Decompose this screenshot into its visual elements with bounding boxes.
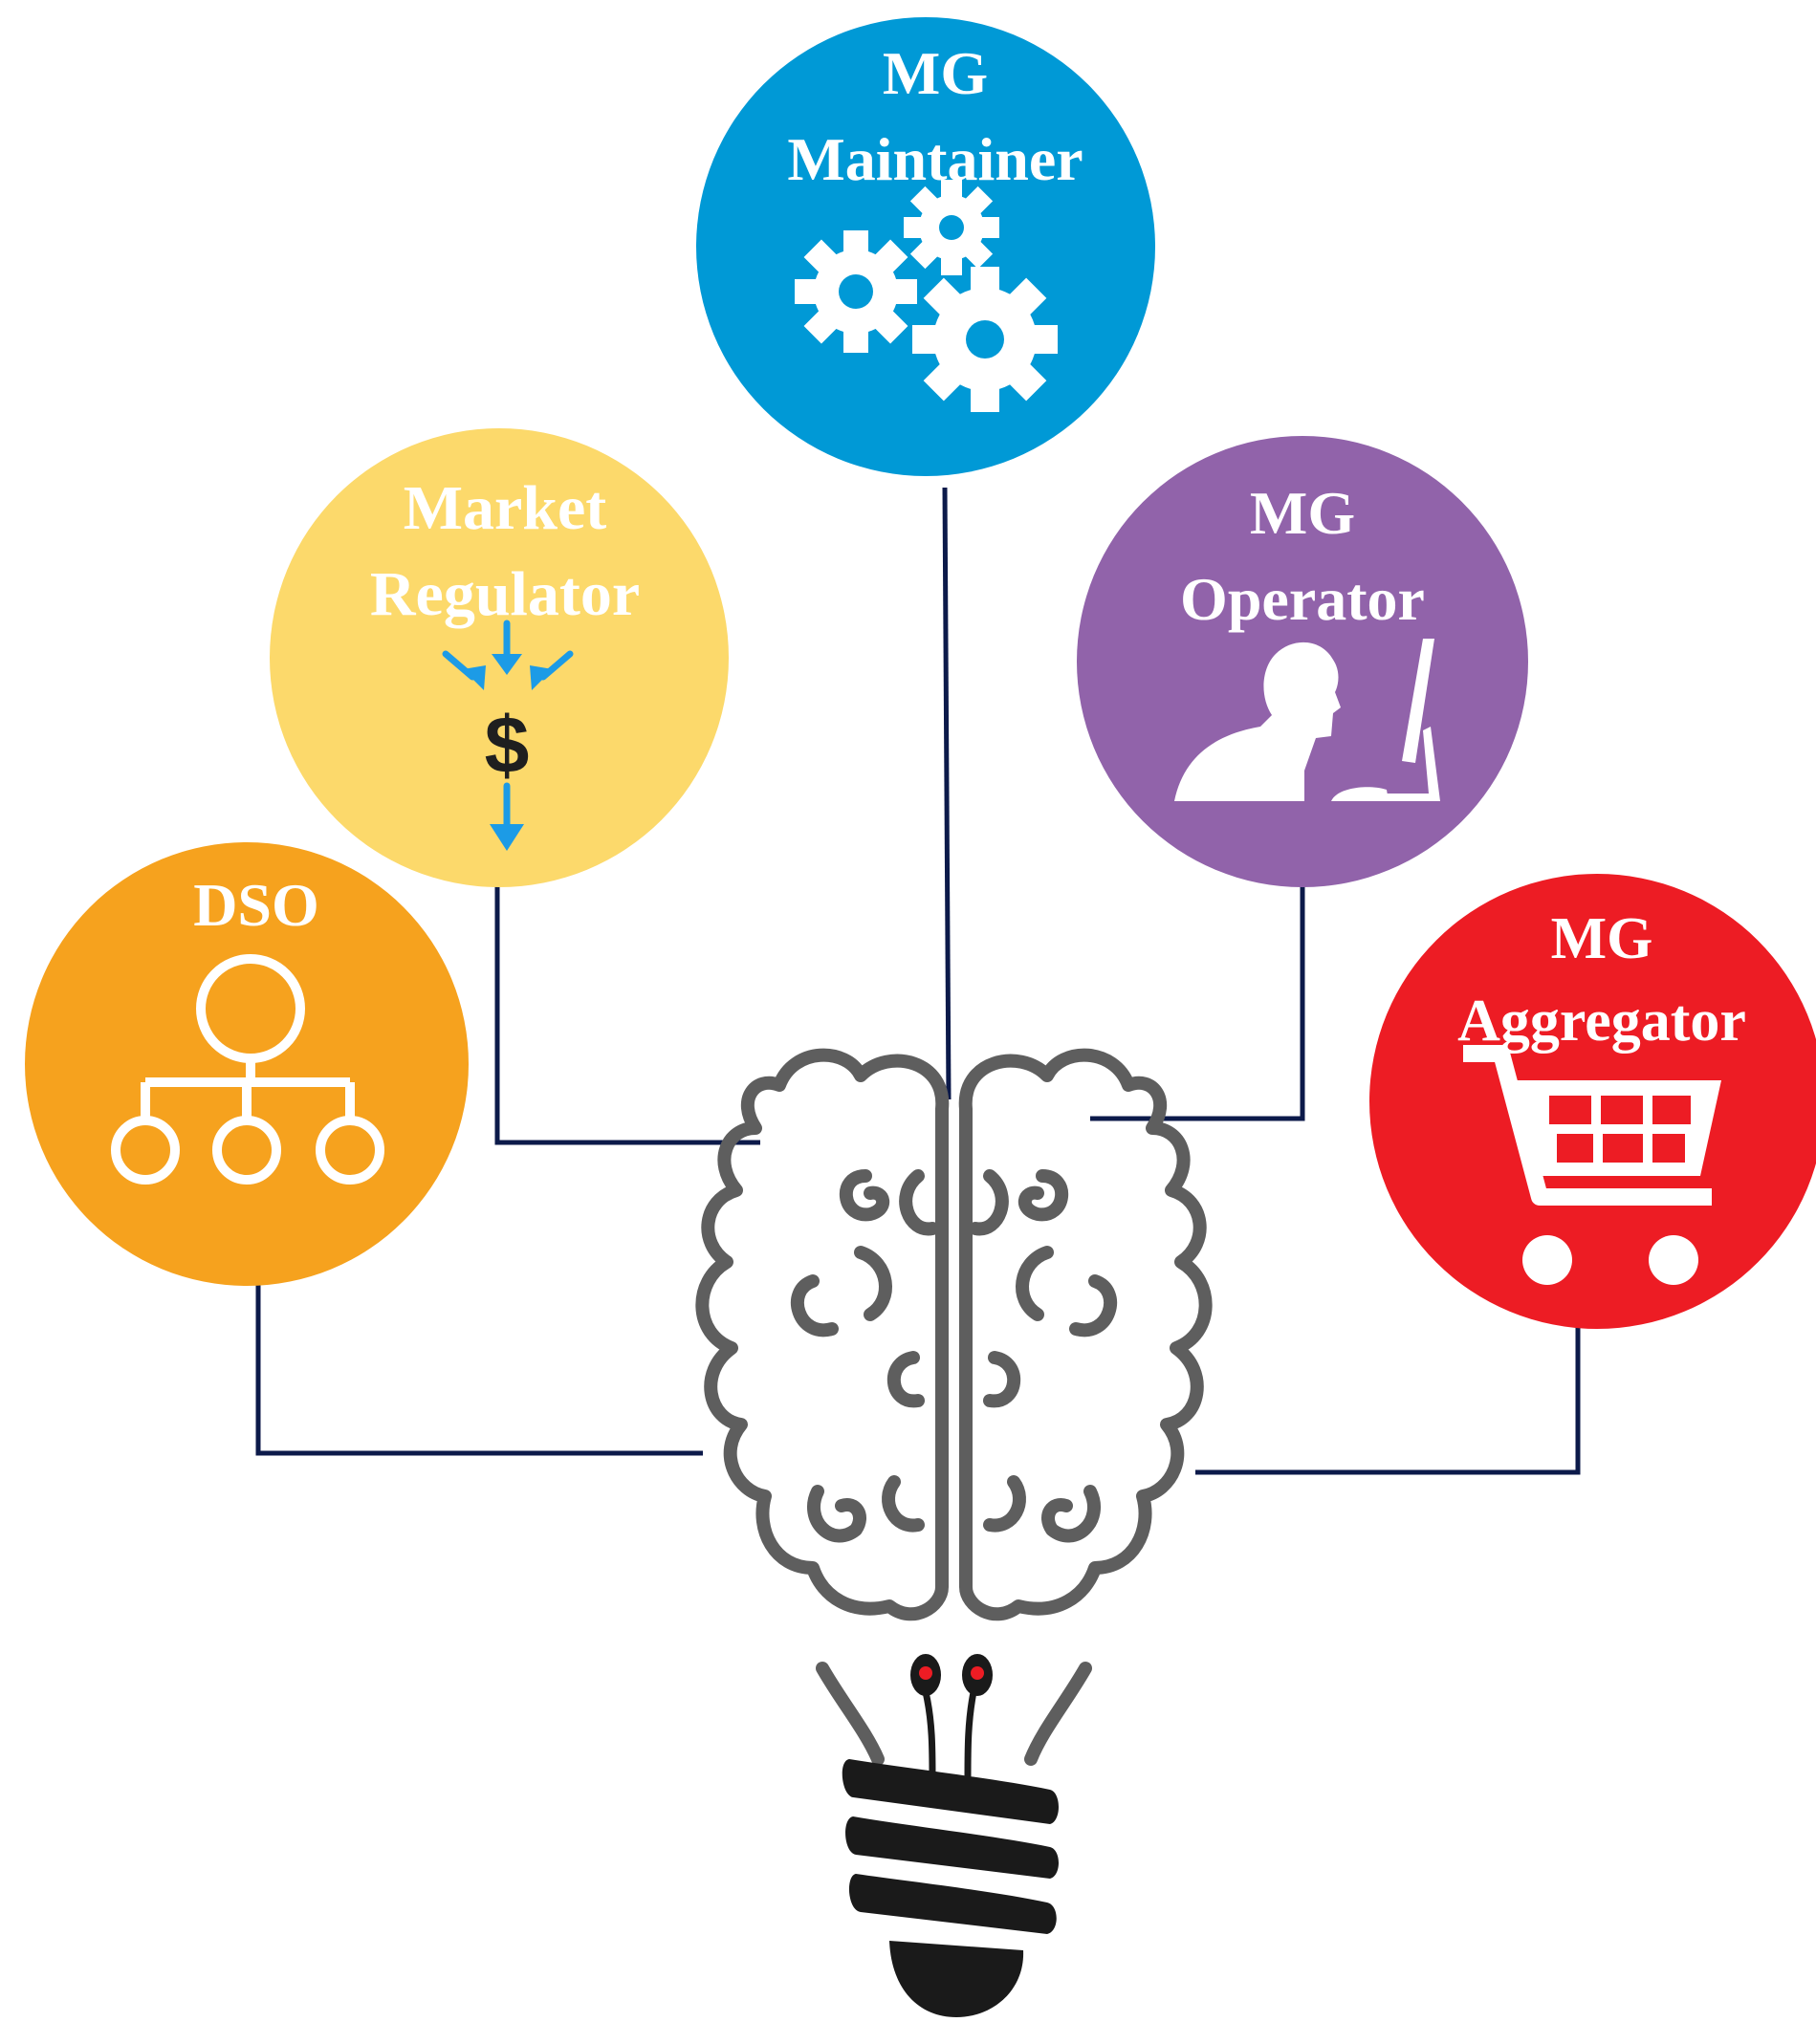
hierarchy-icon	[111, 954, 384, 1185]
bulb-base-icon	[842, 1759, 1059, 2017]
role-label-market-regulator-line1: Market	[404, 473, 607, 543]
role-mg-maintainer: MG Maintainer	[696, 17, 1155, 476]
role-label-market-regulator-line2: Regulator	[370, 559, 640, 629]
gears-icon	[795, 180, 1058, 412]
connector-mg-maintainer	[942, 487, 952, 1100]
svg-text:$: $	[485, 700, 530, 790]
role-label-mg-maintainer-line2: Maintainer	[787, 125, 1083, 193]
connector-mg-aggregator	[1195, 1324, 1581, 1475]
connector-market-regulator	[494, 875, 760, 1145]
role-mg-operator: MG Operator	[1077, 436, 1528, 887]
brain-bulb-icon	[695, 1048, 1213, 2017]
connector-dso	[255, 1281, 703, 1456]
connectors	[255, 487, 1581, 1475]
role-dso: DSO	[25, 842, 469, 1286]
person-at-computer-icon	[1174, 639, 1440, 801]
role-mg-aggregator: MG Aggregator	[1369, 874, 1816, 1329]
filament-icon	[910, 1654, 993, 1779]
role-label-dso: DSO	[193, 871, 319, 939]
shopping-cart-icon	[1463, 1045, 1721, 1285]
role-label-mg-aggregator-line2: Aggregator	[1457, 989, 1746, 1054]
role-market-regulator: Market Regulator $	[270, 428, 729, 887]
role-label-mg-aggregator-line1: MG	[1551, 906, 1653, 971]
role-label-mg-operator-line2: Operator	[1180, 565, 1425, 633]
role-label-mg-maintainer-line1: MG	[883, 39, 988, 107]
role-label-mg-operator-line1: MG	[1250, 479, 1355, 547]
dollar-arrows-icon: $	[442, 620, 574, 851]
